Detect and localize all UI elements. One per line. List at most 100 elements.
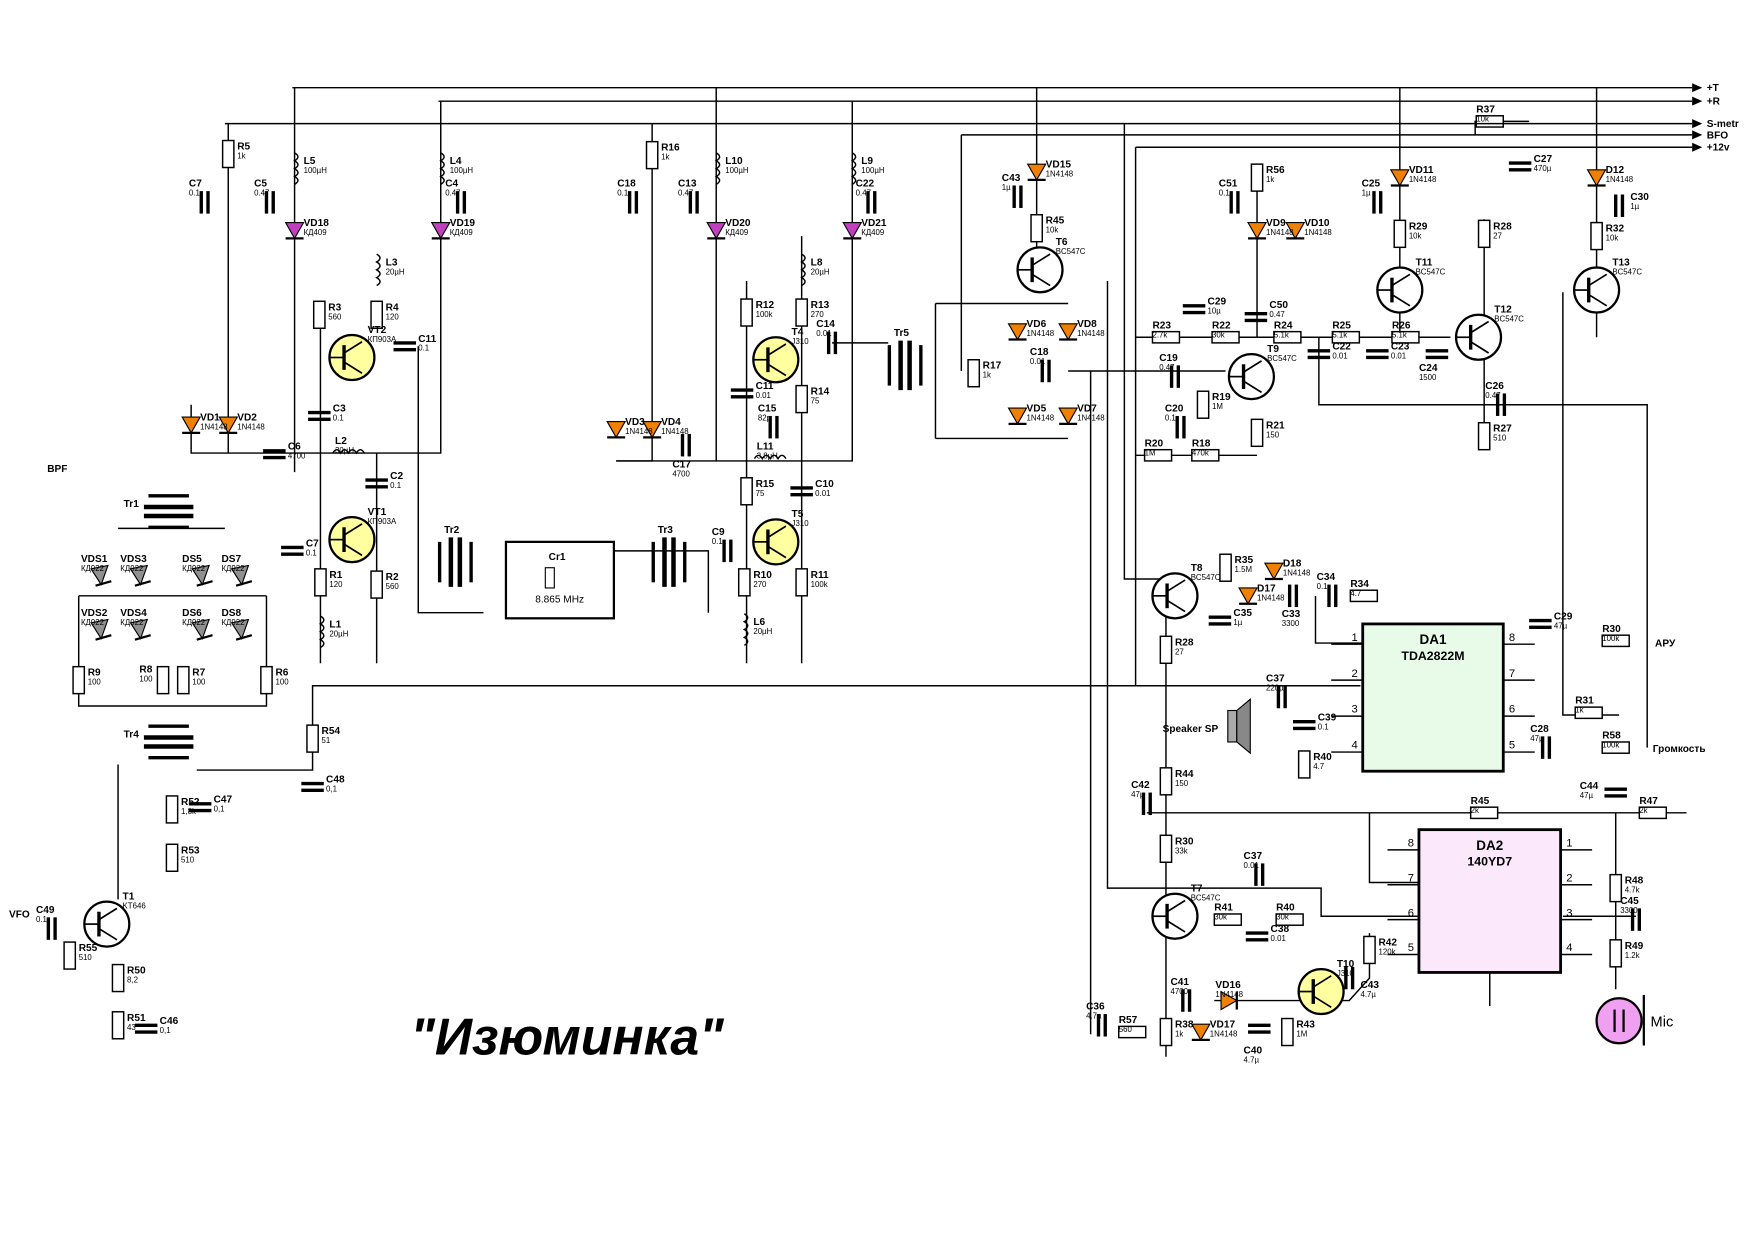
component-value: 47µ (1131, 790, 1145, 799)
component-c35 (1208, 615, 1232, 626)
component-value: 1M (1212, 402, 1223, 411)
component-value: 0.01 (815, 489, 830, 498)
component-label: R3 (328, 302, 341, 313)
component-t5 (752, 518, 800, 566)
component-value: 2k (1471, 806, 1479, 815)
component-label: C18 (617, 179, 636, 190)
label-c7a: C70.1 (189, 179, 202, 198)
component-r29 (1393, 219, 1407, 249)
component-vd17 (1190, 1023, 1211, 1042)
component-value: 0.47 (1269, 310, 1284, 319)
rail-label: S-metr (1707, 119, 1739, 130)
component-label: T7 (1191, 883, 1203, 894)
component-value: 0.01 (1332, 352, 1347, 361)
component-vd9 (1247, 222, 1267, 240)
component-label: C18 (1030, 347, 1049, 358)
ic-pin: 8 (1509, 632, 1515, 644)
component-r26 (1391, 330, 1420, 344)
component-label: L5 (304, 156, 316, 167)
component-value: 510 (79, 953, 93, 962)
component-vd20 (706, 222, 727, 240)
component-label: R45 (1471, 796, 1490, 807)
rail-4: +12v (1135, 143, 1730, 154)
component-label: VD17 (1210, 1020, 1236, 1031)
component-label: VD19 (450, 218, 476, 229)
component-l6 (742, 613, 749, 646)
component-value: 1N4148 (1283, 569, 1311, 578)
component-label: C37 (1244, 851, 1263, 862)
label-tr1: Tr1 (124, 499, 140, 510)
component-r43 (1281, 1017, 1294, 1047)
component-value: 0.47 (254, 189, 269, 198)
ic-part-number: 140YD7 (1467, 855, 1512, 869)
component-t7 (1151, 892, 1199, 940)
component-c15 (768, 415, 779, 439)
component-label: R17 (983, 361, 1002, 372)
component-r2 (370, 570, 384, 599)
component-label: T13 (1612, 257, 1630, 268)
component-r28b (1159, 635, 1173, 665)
component-vds8 (230, 618, 253, 641)
component-c46 (134, 1023, 158, 1034)
component-value: 3300 (1282, 619, 1300, 628)
component-vd1 (181, 416, 202, 434)
component-label: L10 (725, 156, 743, 167)
component-value: 560 (328, 312, 342, 321)
rail-3: BFO (961, 130, 1728, 141)
component-label: R22 (1212, 320, 1231, 331)
component-label: T4 (792, 327, 804, 338)
component-label: C13 (678, 179, 697, 190)
component-value: 100µH (304, 166, 328, 175)
wire (77, 595, 268, 707)
component-tr3 (651, 537, 687, 587)
component-label: VDS4 (120, 608, 147, 619)
component-value: J310 (1337, 969, 1355, 978)
component-label: C34 (1317, 572, 1336, 583)
ic-pin: 1 (1351, 632, 1357, 644)
component-value: 120k (1378, 947, 1395, 956)
wire (1562, 292, 1620, 716)
component-d12 (1586, 169, 1607, 187)
component-value: КД409 (450, 228, 473, 237)
component-value: 20µH (329, 629, 348, 638)
ic-pin: 4 (1566, 942, 1572, 954)
component-vd11 (1389, 169, 1410, 187)
component-label: R10 (753, 570, 772, 581)
component-label: R25 (1332, 320, 1351, 331)
ic-pin: 3 (1566, 907, 1572, 919)
component-r37 (1475, 115, 1504, 128)
component-value: 470µ (1534, 164, 1552, 173)
component-label: C48 (326, 774, 345, 785)
component-value: 47µ (1530, 734, 1544, 743)
component-label: D12 (1606, 165, 1625, 176)
component-value: 1N4148 (661, 427, 689, 436)
component-label: R49 (1625, 941, 1644, 952)
component-value: 1N4148 (1266, 228, 1294, 237)
component-label: R27 (1493, 424, 1512, 435)
